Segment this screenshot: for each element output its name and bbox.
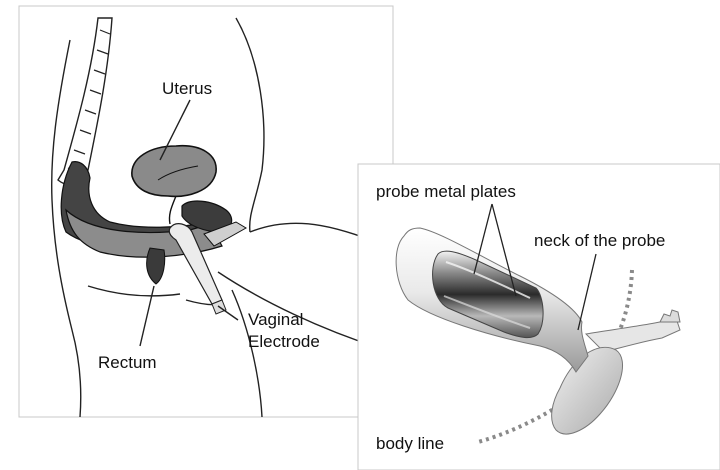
uterus-shape xyxy=(132,146,216,197)
anatomy-panel: Uterus Rectum Vaginal Electrode xyxy=(19,6,393,417)
probe-metal-plates-label: probe metal plates xyxy=(376,182,516,201)
vaginal-electrode-label-line1: Vaginal xyxy=(248,310,303,329)
body-line-label: body line xyxy=(376,434,444,453)
neck-of-the-probe-label: neck of the probe xyxy=(534,231,665,250)
vaginal-electrode-label-line2: Electrode xyxy=(248,332,320,351)
uterus-label: Uterus xyxy=(162,79,212,98)
probe-panel: probe metal plates neck of the probe bod… xyxy=(358,164,720,470)
rectum-label: Rectum xyxy=(98,353,157,372)
